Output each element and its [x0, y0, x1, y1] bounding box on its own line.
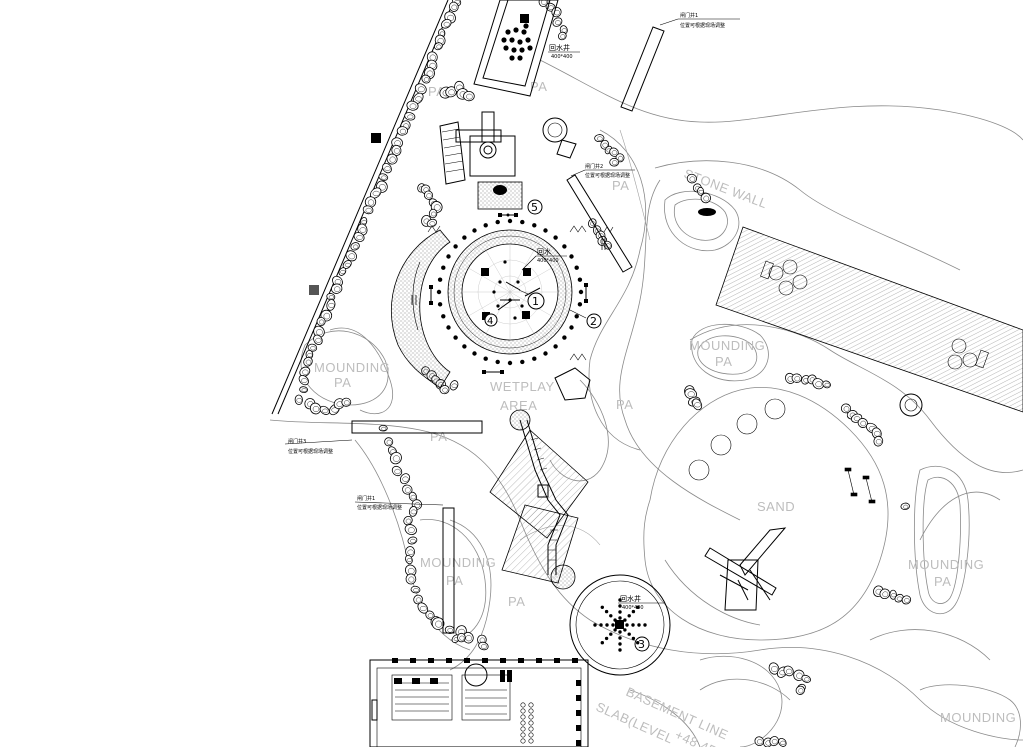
lower-well-size: 400*400	[622, 605, 644, 611]
marker-4: 4	[484, 313, 498, 327]
svg-text:4: 4	[487, 316, 493, 327]
zone-label-mounding-5: MOUNDING	[940, 710, 1016, 725]
svg-text:5: 5	[531, 201, 538, 214]
svg-text:3: 3	[638, 638, 645, 651]
zone-label-pa-9: PA	[508, 594, 525, 609]
sand-play-equipment	[542, 117, 923, 611]
zone-label-pa-6: PA	[616, 397, 633, 412]
gate-well-2: 闸门井2 位置可根据现场调整	[566, 163, 635, 273]
wetplay-drain-label: 回水	[537, 247, 551, 256]
svg-text:2: 2	[590, 315, 597, 328]
markers: 5 1 2 4 3	[484, 199, 650, 652]
marker-2: 2	[586, 313, 602, 329]
zone-label-pa-5: PA	[715, 354, 732, 369]
wetplay-drain-size: 400*400	[537, 258, 559, 264]
marker-3: 3	[634, 636, 650, 652]
zone-label-pa-10: PA	[934, 574, 951, 589]
zone-label-mounding-1: MOUNDING	[314, 360, 390, 375]
zone-label-pa-7: PA	[430, 429, 447, 444]
zone-label-sand: SAND	[757, 499, 795, 514]
top-well-label: 回水井	[549, 43, 570, 52]
marker-5: 5	[527, 199, 543, 215]
fixtures	[411, 213, 614, 374]
zone-label-pa-4: PA	[334, 375, 351, 390]
play-structure-upper	[439, 111, 577, 210]
svg-text:1: 1	[532, 295, 539, 308]
gate-well-3-note: 位置可根据现场调整	[288, 448, 333, 455]
wetplay-area: 回水 400*400	[390, 218, 584, 389]
zone-label-mounding-4: MOUNDING	[908, 557, 984, 572]
gate-well-1-label: 闸门井1	[680, 12, 698, 19]
gate-well-1: 闸门井1 位置可根据现场调整	[620, 12, 740, 112]
gate-well-4-label: 闸门井1	[357, 495, 375, 502]
zone-label-mounding-3: MOUNDING	[420, 555, 496, 570]
zone-label-pa-3: PA	[612, 178, 629, 193]
gate-well-4: 闸门井1 位置可根据现场调整	[354, 495, 455, 634]
zone-label-pa-8: PA	[446, 573, 463, 588]
zone-label-area: AREA	[500, 398, 537, 413]
lower-well-label: 回水井	[620, 594, 641, 603]
lower-well: 回水井 400*400	[569, 574, 671, 676]
gate-well-1-note: 位置可根据现场调整	[680, 22, 725, 29]
gate-well-2-note: 位置可根据现场调整	[585, 172, 630, 179]
bottom-building	[369, 658, 589, 747]
gate-well-2-label: 闸门井2	[585, 163, 603, 170]
marker-1: 1	[527, 292, 545, 310]
zone-label-wetplay: WETPLAY	[490, 379, 555, 394]
boulder-chains	[294, 0, 912, 747]
top-well-trench: 回水井 400*400	[473, 0, 580, 97]
zone-label-mounding-2: MOUNDING	[689, 338, 765, 353]
stone-wall-bed	[698, 208, 1023, 413]
gate-well-4-note: 位置可根据现场调整	[357, 504, 402, 511]
gate-well-3-label: 闸门井3	[288, 438, 306, 445]
top-well-size: 400*400	[551, 54, 573, 60]
slide-structure	[489, 367, 591, 590]
gate-well-3: 闸门井3 位置可根据现场调整	[284, 420, 483, 455]
